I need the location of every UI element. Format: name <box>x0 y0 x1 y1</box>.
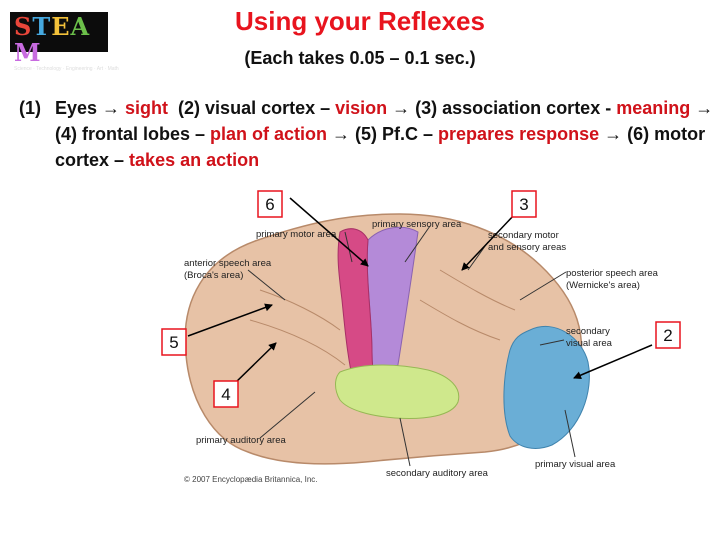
arrow-6 <box>289 197 369 267</box>
highlight-takes-an-action: takes an action <box>129 150 260 170</box>
marker-2: 2 <box>663 326 672 345</box>
logo-tagline: Science · Technology · Engineering · Art… <box>14 66 119 72</box>
label-leaders <box>247 225 576 467</box>
logo-letter-m: M <box>14 38 42 67</box>
steps-part-3: → (3) association cortex - <box>387 98 617 118</box>
arrow-2 <box>573 344 653 379</box>
slide-title: Using your Reflexes <box>235 6 485 36</box>
label-primary-sensory: primary sensory area <box>372 219 462 230</box>
label-secondary-motor-2: and sensory areas <box>488 242 566 253</box>
label-secondary-motor-1: secondary motor <box>488 230 559 241</box>
steam-logo-word: STEAM <box>14 14 104 66</box>
marker-6: 6 <box>265 195 274 214</box>
arrow-4 <box>231 342 277 387</box>
arrow-3 <box>461 213 516 271</box>
marker-box-3 <box>511 190 537 218</box>
arrow-5 <box>187 303 273 337</box>
auditory-cortex-region <box>335 364 460 419</box>
area-labels: primary motor area primary sensory area … <box>184 219 659 484</box>
step-arrows <box>187 197 653 387</box>
slide-subtitle: (Each takes 0.05 – 0.1 sec.) <box>244 48 476 68</box>
step-markers: 6 3 5 2 4 <box>161 190 681 408</box>
steps-part-6: → (6) motor cortex – <box>55 124 706 170</box>
label-secondary-visual-1: secondary <box>566 326 610 337</box>
label-anterior-speech-1: anterior speech area <box>184 258 272 269</box>
label-anterior-speech-2: (Broca's area) <box>184 270 243 281</box>
highlight-vision: vision <box>335 98 388 118</box>
copyright-notice: © 2007 Encyclopædia Britannica, Inc. <box>184 475 318 484</box>
marker-5: 5 <box>169 333 178 352</box>
label-posterior-speech-2: (Wernicke's area) <box>566 280 640 291</box>
highlight-plan-of-action: plan of action <box>210 124 328 144</box>
label-primary-motor: primary motor area <box>256 229 337 240</box>
reflex-steps: (1) Eyes → sight (2) visual cortex – vis… <box>19 95 719 173</box>
temporal-lobe-lines <box>249 269 516 366</box>
label-posterior-speech-1: posterior speech area <box>566 268 659 279</box>
logo-letter-a: A <box>70 12 91 41</box>
steps-text: Eyes → sight (2) visual cortex – vision … <box>55 95 719 173</box>
brain-illustration <box>184 213 590 465</box>
label-primary-visual: primary visual area <box>535 459 616 470</box>
logo-letter-s: S <box>14 12 33 41</box>
steps-part-2: (2) visual cortex – <box>168 98 336 118</box>
highlight-sight: sight <box>125 98 169 118</box>
logo-letter-e: E <box>51 12 71 41</box>
label-secondary-auditory: secondary auditory area <box>386 468 489 479</box>
steam-logo: STEAM Science · Technology · Engineering… <box>10 12 119 72</box>
visual-cortex-region <box>503 325 590 449</box>
marker-box-5 <box>161 328 187 356</box>
marker-3: 3 <box>519 195 528 214</box>
steps-part-4: → (4) frontal lobes – <box>55 98 714 144</box>
steps-part-1: Eyes → <box>55 98 126 118</box>
marker-box-2 <box>655 321 681 349</box>
logo-letter-t: T <box>32 12 52 41</box>
label-secondary-visual-2: visual area <box>566 338 613 349</box>
highlight-prepares-response: prepares response <box>438 124 600 144</box>
steps-part-5: → (5) Pf.C – <box>327 124 439 144</box>
marker-4: 4 <box>221 385 230 404</box>
label-primary-auditory: primary auditory area <box>196 435 286 446</box>
highlight-meaning: meaning <box>616 98 691 118</box>
step-number: (1) <box>19 98 41 118</box>
marker-box-6 <box>257 190 283 218</box>
marker-box-4 <box>213 380 239 408</box>
